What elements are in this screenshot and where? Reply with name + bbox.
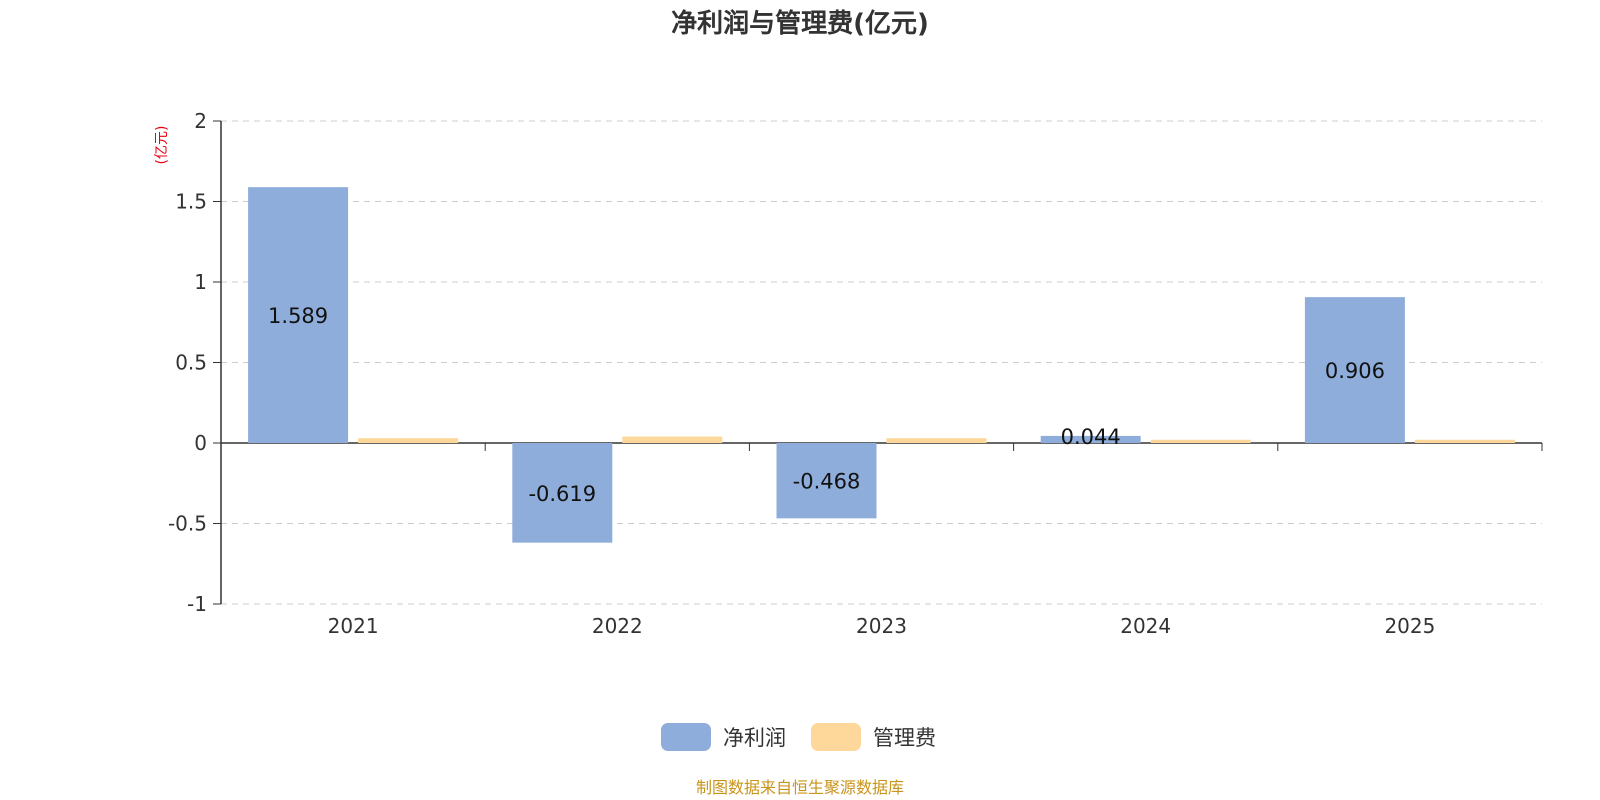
grid-lines (221, 120, 1542, 605)
x-tick-label: 2022 (592, 614, 643, 638)
x-tick-label: 2025 (1384, 614, 1435, 638)
y-tick-label: -0.5 (168, 512, 207, 536)
bars (248, 187, 1515, 543)
x-tick-label: 2023 (856, 614, 907, 638)
data-labels: 1.589 -0.619 -0.468 0.044 0.906 (268, 304, 1385, 506)
y-tick-label: 0 (194, 431, 207, 455)
y-axis-unit: (亿元) (154, 126, 170, 165)
x-tick-label: 2021 (328, 614, 379, 638)
data-label: 1.589 (268, 304, 328, 328)
data-label: 0.906 (1325, 359, 1385, 383)
y-tick-label: 2 (194, 109, 207, 133)
source-note: 制图数据来自恒生聚源数据库 (696, 778, 904, 797)
bar-net-profit (1304, 297, 1405, 443)
data-label: -0.619 (528, 482, 596, 506)
bar-net-profit (776, 443, 877, 519)
bar-management-fee (886, 438, 987, 443)
legend-label: 净利润 (723, 726, 786, 750)
data-label: -0.468 (793, 470, 861, 494)
legend-swatch (661, 723, 711, 751)
legend: 净利润 管理费 (661, 723, 936, 751)
bar-net-profit (248, 187, 349, 443)
y-tick-label: 1 (194, 270, 207, 294)
bar-management-fee (358, 438, 459, 443)
bar-management-fee (1414, 439, 1515, 443)
bar-management-fee (622, 436, 723, 443)
y-tick-label: 1.5 (175, 190, 207, 214)
bar-net-profit (1040, 435, 1141, 443)
y-tick-label: -1 (187, 592, 207, 616)
x-tick-label: 2024 (1120, 614, 1171, 638)
chart-title: 净利润与管理费(亿元) (671, 8, 929, 39)
bar-net-profit (512, 443, 613, 543)
legend-label: 管理费 (873, 726, 936, 750)
legend-swatch (811, 723, 861, 751)
y-tick-label: 0.5 (175, 351, 207, 375)
data-label: 0.044 (1061, 425, 1121, 449)
bar-management-fee (1150, 439, 1251, 443)
